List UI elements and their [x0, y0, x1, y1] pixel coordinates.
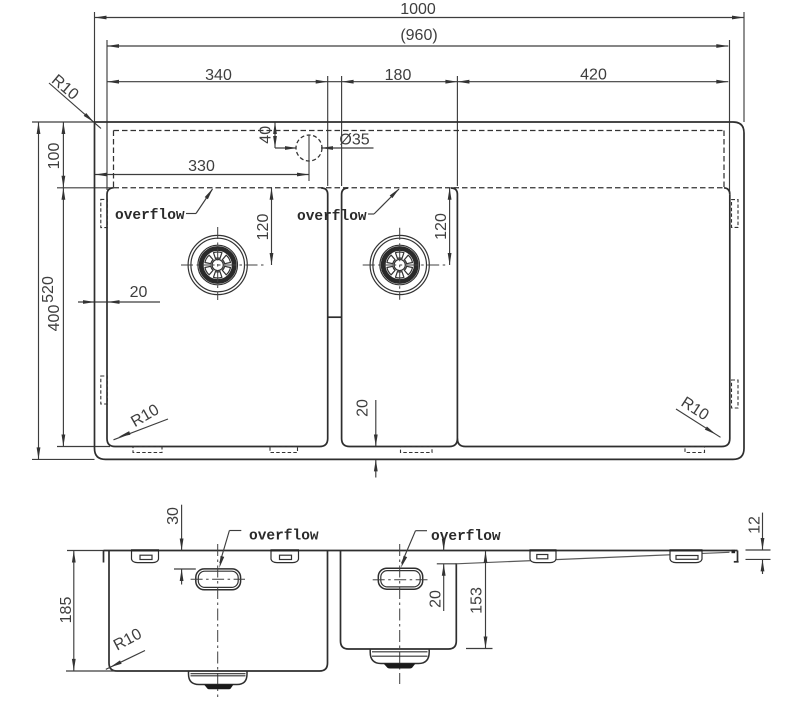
svg-text:Ø35: Ø35 [339, 132, 369, 149]
svg-text:overflow: overflow [249, 529, 319, 545]
svg-text:overflow: overflow [115, 208, 185, 224]
svg-text:overflow: overflow [431, 529, 501, 545]
svg-text:30: 30 [165, 507, 182, 525]
svg-text:400: 400 [46, 305, 63, 332]
svg-text:100: 100 [46, 143, 63, 170]
svg-text:(960): (960) [400, 27, 437, 44]
svg-text:153: 153 [468, 587, 485, 614]
svg-text:185: 185 [58, 597, 75, 624]
svg-text:20: 20 [130, 284, 148, 301]
svg-text:20: 20 [354, 399, 371, 417]
svg-text:340: 340 [205, 67, 232, 84]
svg-text:overflow: overflow [297, 209, 367, 225]
svg-text:20: 20 [427, 590, 444, 608]
svg-text:40: 40 [257, 126, 274, 144]
svg-text:1000: 1000 [400, 1, 436, 18]
svg-text:120: 120 [433, 213, 450, 240]
svg-text:180: 180 [385, 67, 412, 84]
svg-text:120: 120 [255, 214, 272, 241]
svg-text:520: 520 [40, 276, 57, 303]
svg-text:420: 420 [580, 67, 607, 84]
svg-text:330: 330 [188, 158, 215, 175]
svg-text:12: 12 [746, 516, 763, 534]
